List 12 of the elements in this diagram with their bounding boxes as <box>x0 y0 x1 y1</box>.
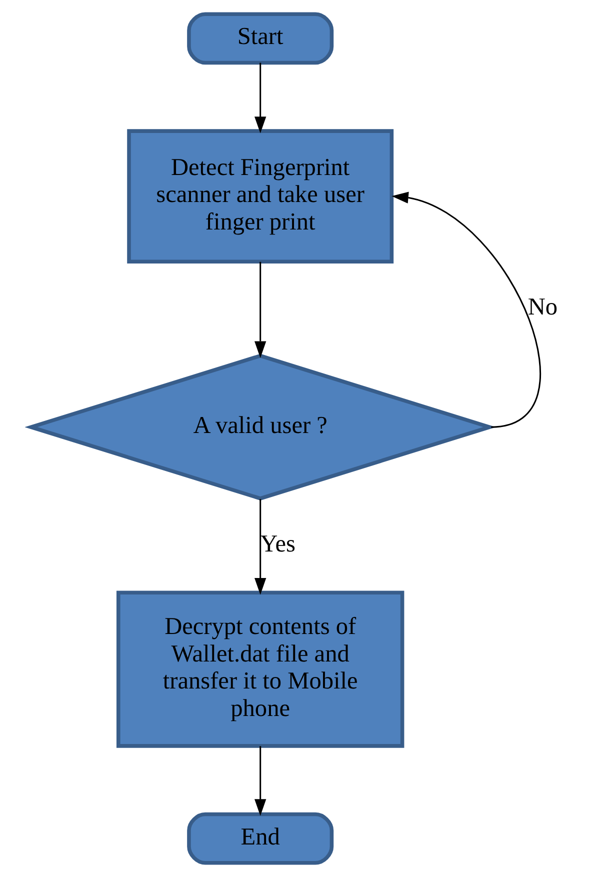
arrow <box>254 746 266 816</box>
arrow <box>254 262 266 358</box>
node-box: Detect Fingerprint scanner and take user finger print <box>127 129 394 264</box>
node-box: Start <box>187 12 334 65</box>
edge-label: No <box>528 293 558 320</box>
node-diamond: A valid user ? <box>25 354 496 500</box>
arrow <box>392 192 541 428</box>
node-box: Decrypt contents of Wallet.dat file and transfer it to Mobile phone <box>116 590 404 748</box>
edge-label: Yes <box>260 530 296 558</box>
arrow <box>254 499 266 595</box>
node-box: End <box>187 812 334 865</box>
arrow <box>254 62 266 134</box>
